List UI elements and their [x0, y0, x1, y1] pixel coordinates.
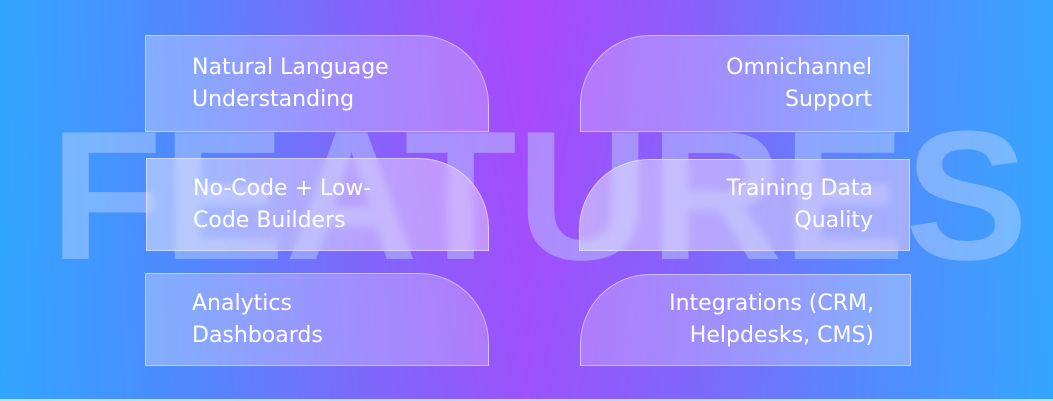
- feature-card-training-data-quality: Training Data Quality: [579, 159, 910, 251]
- feature-label-line1: Natural Language: [192, 54, 389, 80]
- feature-card-no-code-low-code-builders: No-Code + Low- Code Builders: [146, 158, 489, 251]
- feature-card-natural-language-understanding: Natural Language Understanding: [145, 35, 489, 132]
- feature-label-line1: Analytics: [192, 290, 292, 316]
- feature-label-line2: Support: [785, 86, 872, 112]
- feature-label-line2: Dashboards: [192, 322, 323, 348]
- feature-label-line1: Integrations (CRM,: [669, 291, 874, 316]
- feature-label-line1: No-Code + Low-: [193, 175, 372, 201]
- feature-label-line2: Quality: [794, 208, 873, 233]
- feature-label-line2: Code Builders: [193, 207, 346, 233]
- feature-label-line1: Training Data: [726, 176, 873, 201]
- feature-label-line1: Omnichannel: [726, 54, 872, 80]
- feature-card-integrations: Integrations (CRM, Helpdesks, CMS): [580, 274, 911, 366]
- feature-card-omnichannel-support: Omnichannel Support: [580, 35, 909, 132]
- feature-card-analytics-dashboards: Analytics Dashboards: [145, 273, 489, 366]
- feature-label-line2: Understanding: [192, 86, 355, 112]
- feature-label-line2: Helpdesks, CMS): [689, 323, 874, 348]
